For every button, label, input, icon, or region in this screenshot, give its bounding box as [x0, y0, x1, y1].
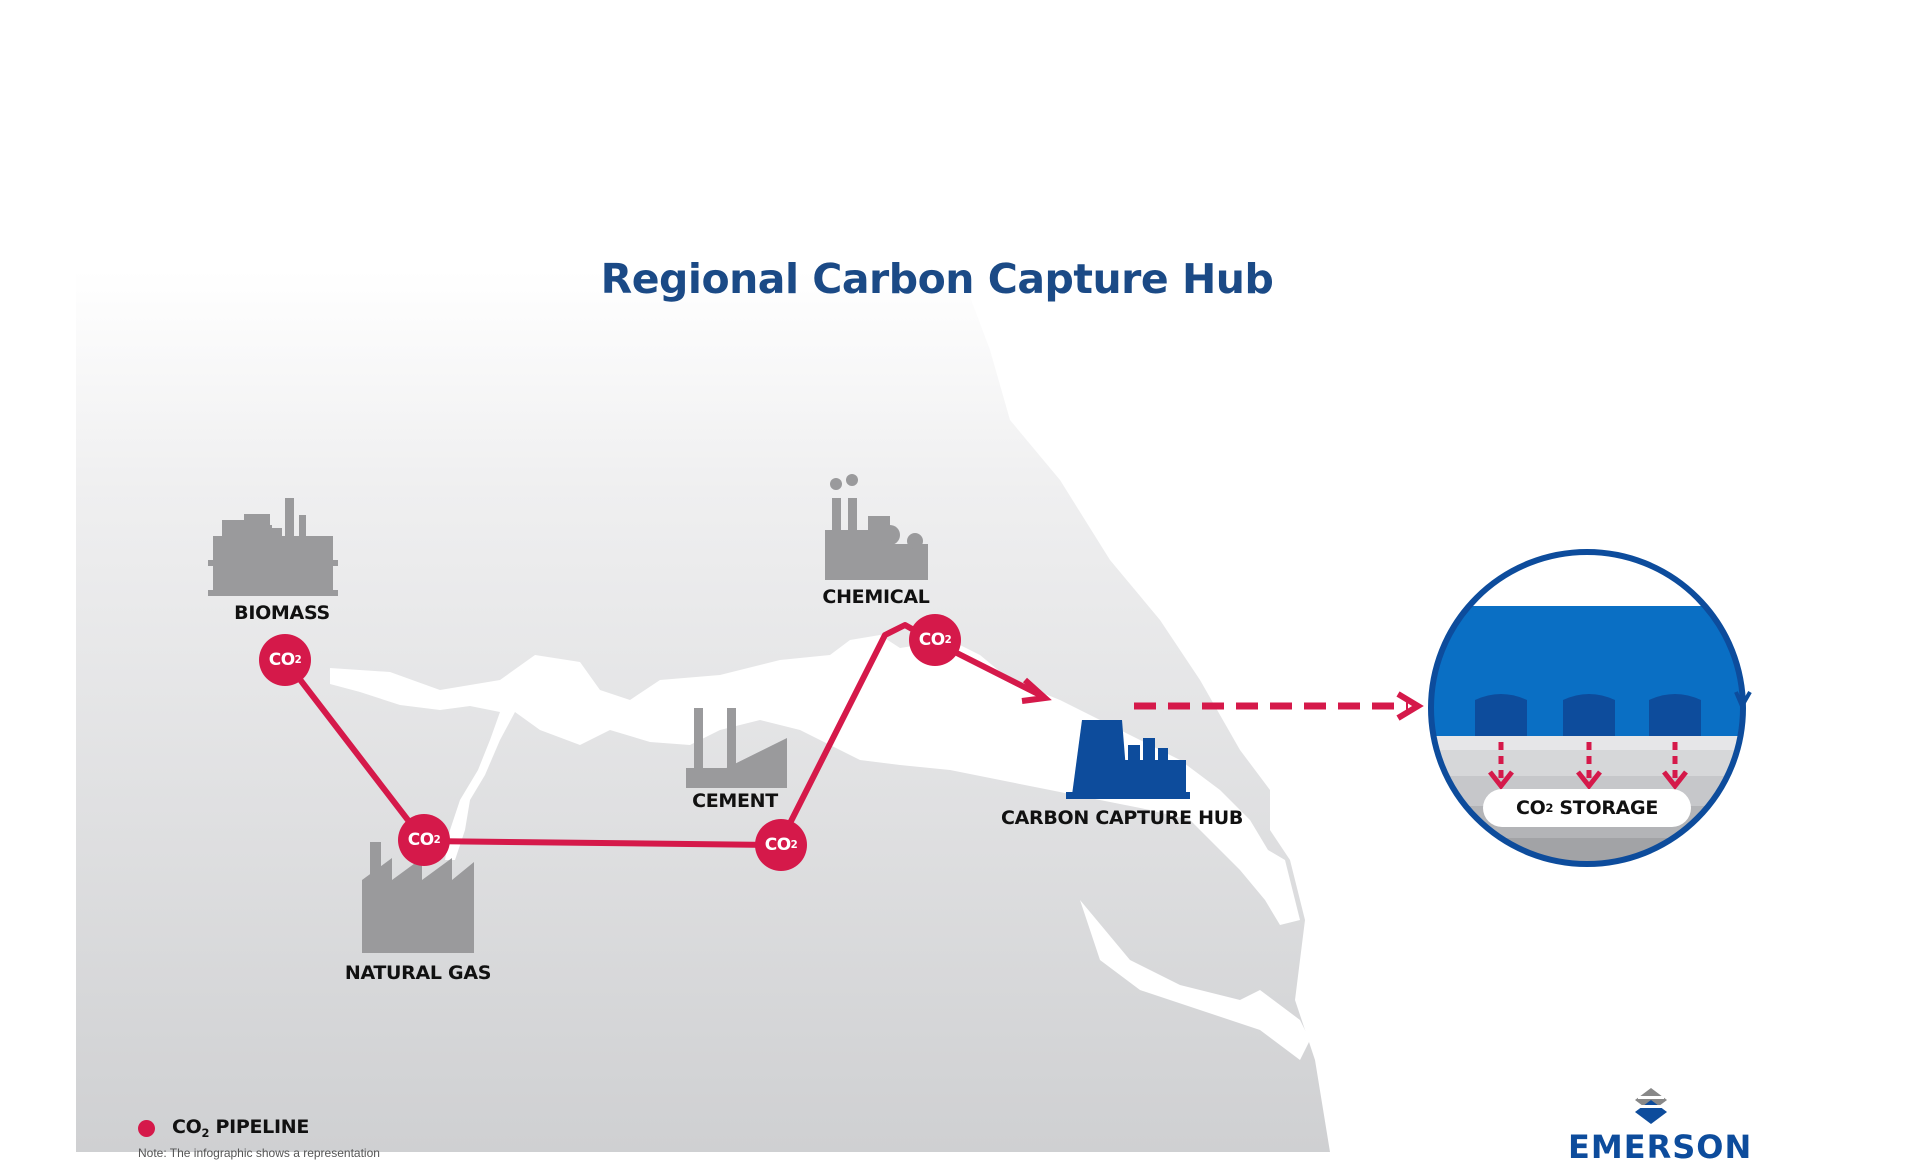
- injection-arrows: [1488, 742, 1688, 791]
- co2-text: CO: [764, 835, 791, 855]
- pipeline-arrowhead: [1021, 677, 1052, 704]
- cement-plant-icon: [686, 708, 787, 788]
- river: [330, 635, 1300, 925]
- power-plant-icon: [1066, 720, 1190, 799]
- coast-inlet: [1080, 900, 1310, 1060]
- co2-text: CO: [918, 630, 945, 650]
- footnote: Note: The infographic shows a representa…: [138, 1146, 380, 1160]
- storage-illustration: [1431, 552, 1743, 864]
- storage-label-rest: STORAGE: [1553, 797, 1659, 819]
- co2-subscript: 2: [944, 634, 952, 646]
- storage-edge-arrow: [1734, 691, 1752, 711]
- label-chemical: CHEMICAL: [822, 586, 930, 608]
- label-biomass: BIOMASS: [234, 602, 330, 624]
- co2-text: CO: [407, 830, 434, 850]
- legend-sub: 2: [201, 1125, 210, 1140]
- label-natural-gas: NATURAL GAS: [344, 962, 492, 984]
- co2-text: CO: [268, 650, 295, 670]
- factory-icon: [362, 842, 474, 953]
- co2-subscript: 2: [790, 839, 798, 851]
- legend-pipeline-dot: [138, 1120, 155, 1137]
- storage-label-co: CO: [1515, 797, 1546, 819]
- label-carbon-capture-hub: CARBON CAPTURE HUB: [1000, 807, 1244, 829]
- co2-pipeline: [282, 622, 937, 848]
- co2-subscript: 2: [433, 834, 441, 846]
- emerson-logo-icon: [1635, 1088, 1667, 1124]
- wellhead-icon: [1475, 694, 1701, 736]
- hub-to-storage-arrowhead: [1396, 691, 1424, 721]
- chemical-plant-icon: [825, 474, 928, 580]
- legend-pipeline-label: CO2 PIPELINE: [172, 1116, 309, 1140]
- legend-rest: PIPELINE: [209, 1116, 310, 1138]
- storage-label-sub: 2: [1545, 801, 1554, 815]
- refinery-icon: [208, 498, 338, 596]
- co2-subscript: 2: [294, 654, 302, 666]
- legend-co: CO: [172, 1116, 202, 1138]
- label-cement: CEMENT: [692, 790, 778, 812]
- diagram-title: Regional Carbon Capture Hub: [600, 255, 1274, 303]
- emerson-logo-text: EMERSON: [1568, 1128, 1753, 1166]
